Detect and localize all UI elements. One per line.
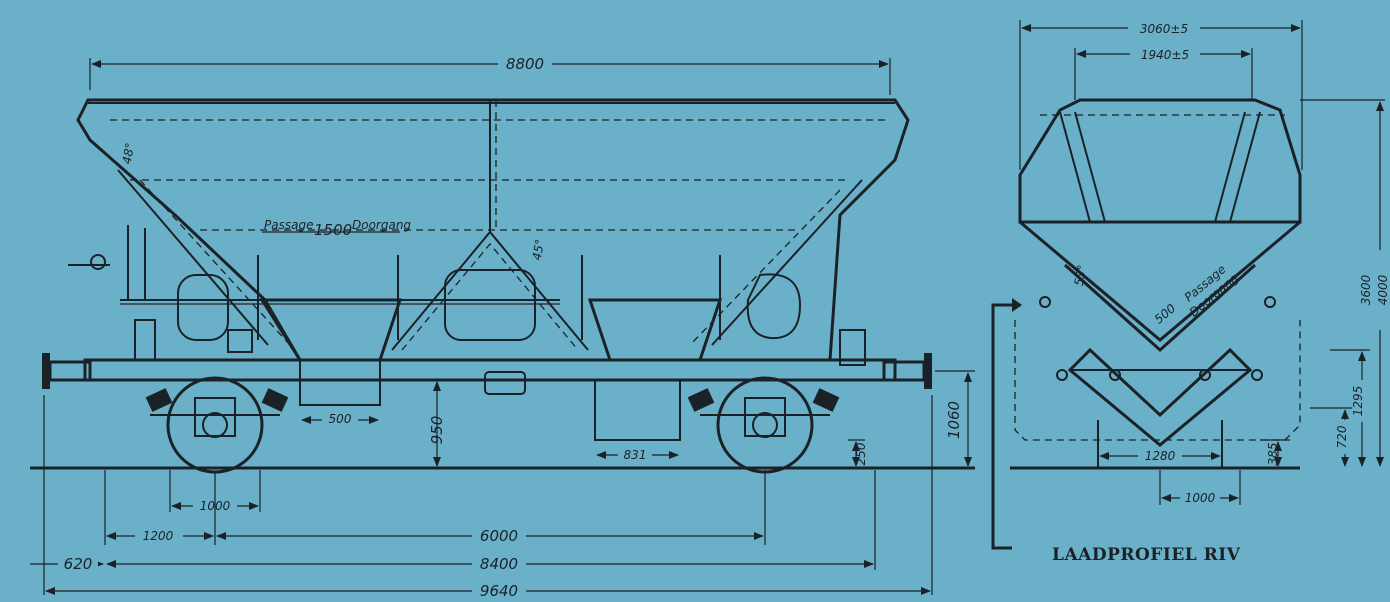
data-plate	[227, 329, 253, 353]
end-body-outline	[1018, 98, 1302, 224]
dim-8800: 8800	[506, 55, 544, 73]
dim-950: 950	[428, 416, 446, 445]
dim-620: 620	[64, 555, 93, 573]
dim-1280: 1280	[1145, 449, 1176, 463]
right-inspection-opening	[746, 273, 802, 340]
dim-1500: 1500	[314, 221, 352, 239]
centre-inspection-opening	[444, 269, 536, 341]
dim-250: 250	[854, 442, 868, 465]
dim-3060: 3060±5	[1140, 22, 1188, 36]
dim-385: 385	[1266, 443, 1280, 466]
right-outlet-gate	[594, 380, 681, 441]
dim-4000: 4000	[1376, 274, 1390, 305]
centre-ridge	[391, 230, 589, 351]
dim-1940: 1940±5	[1141, 48, 1189, 62]
brake-cylinder	[484, 371, 526, 395]
dim-1000-end: 1000	[1185, 491, 1216, 505]
load-gauge-bracket	[991, 303, 1012, 550]
bogie-right	[687, 376, 840, 474]
dim-3600: 3600	[1359, 274, 1373, 305]
end-passage-500: 500	[1152, 301, 1179, 327]
dim-500: 500	[329, 412, 352, 426]
dim-831: 831	[624, 448, 647, 462]
caption-laadprofiel: LAADPROFIEL RIV	[1052, 545, 1241, 565]
end-post-left	[134, 319, 156, 361]
left-slope	[117, 169, 269, 346]
left-outlet	[299, 360, 381, 406]
underframe	[83, 358, 897, 382]
centre-ridge-hidden	[401, 242, 579, 351]
dim-1060: 1060	[945, 401, 963, 439]
angle-45: 45°	[530, 238, 547, 261]
angle-48: 48°	[120, 142, 137, 165]
right-hopper-pocket	[587, 298, 723, 362]
bogie-left	[145, 376, 289, 474]
end-stiffener-right	[1229, 111, 1261, 223]
buffer-left	[42, 353, 92, 389]
end-hopper-v	[1019, 220, 1301, 342]
doorgang-label: Doorgang	[352, 218, 411, 232]
dim-9640: 9640	[480, 582, 518, 600]
right-slope	[711, 179, 863, 346]
end-view: 53° 500 Passage Doorgang 3060±5 1940±5 3…	[991, 19, 1390, 565]
end-angle-53: 53°	[1072, 264, 1089, 287]
passage-label: Passage	[264, 218, 313, 232]
dim-1200: 1200	[143, 529, 174, 543]
dim-6000: 6000	[480, 527, 518, 545]
left-slope-hidden	[139, 179, 291, 346]
handbrake-wheel	[90, 254, 106, 270]
side-view: 8800 Passage 1500 Doorgang 48° 45° 500 9…	[30, 55, 975, 600]
left-hopper-pocket	[259, 298, 403, 362]
end-post-right	[839, 329, 866, 366]
buffer-right	[882, 353, 932, 389]
dim-720: 720	[1335, 425, 1349, 448]
dim-8400: 8400	[480, 555, 518, 573]
end-stiffener-left	[1059, 111, 1091, 223]
dim-1295: 1295	[1351, 386, 1365, 417]
left-inspection-opening	[177, 274, 229, 341]
